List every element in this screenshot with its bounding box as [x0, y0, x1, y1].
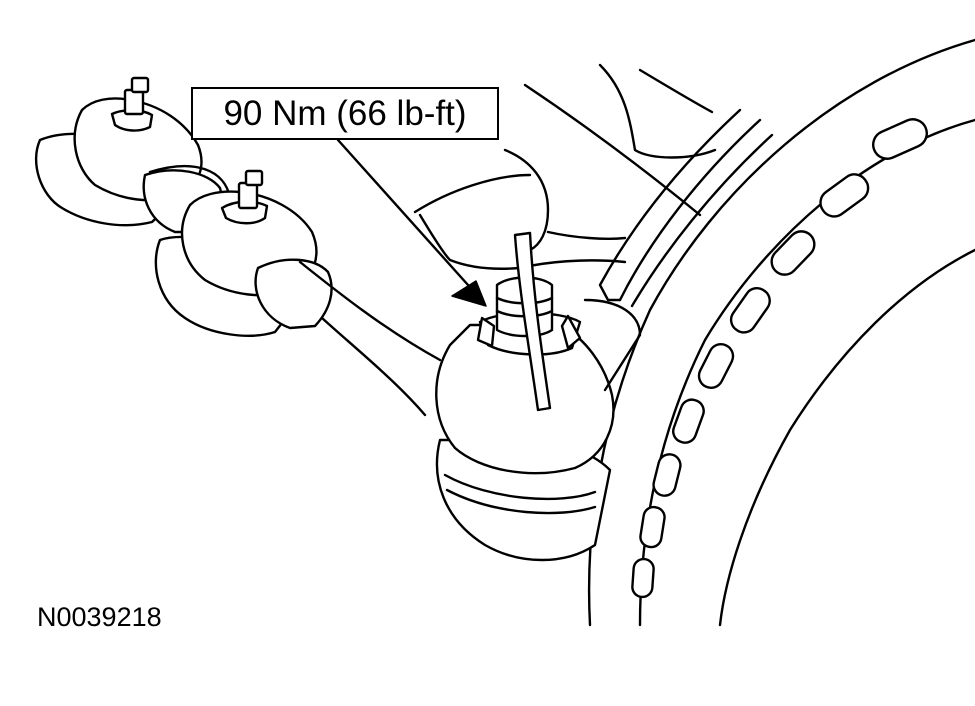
- tie-rod-end-body: [435, 298, 642, 562]
- torque-spec-callout: 90 Nm (66 lb-ft): [191, 87, 499, 140]
- brake-rotor: [587, 38, 975, 627]
- rear-tie-rod-end: [34, 76, 232, 234]
- torque-spec-label: 90 Nm (66 lb-ft): [223, 93, 467, 133]
- cotter-pin: [513, 231, 552, 412]
- front-tie-rod-end-arm: [154, 169, 442, 417]
- callout-leader-arrow: [336, 138, 487, 307]
- steering-knuckle: [413, 63, 717, 270]
- rotor-vanes: [631, 118, 928, 599]
- figure-reference-number: N0039218: [37, 602, 162, 632]
